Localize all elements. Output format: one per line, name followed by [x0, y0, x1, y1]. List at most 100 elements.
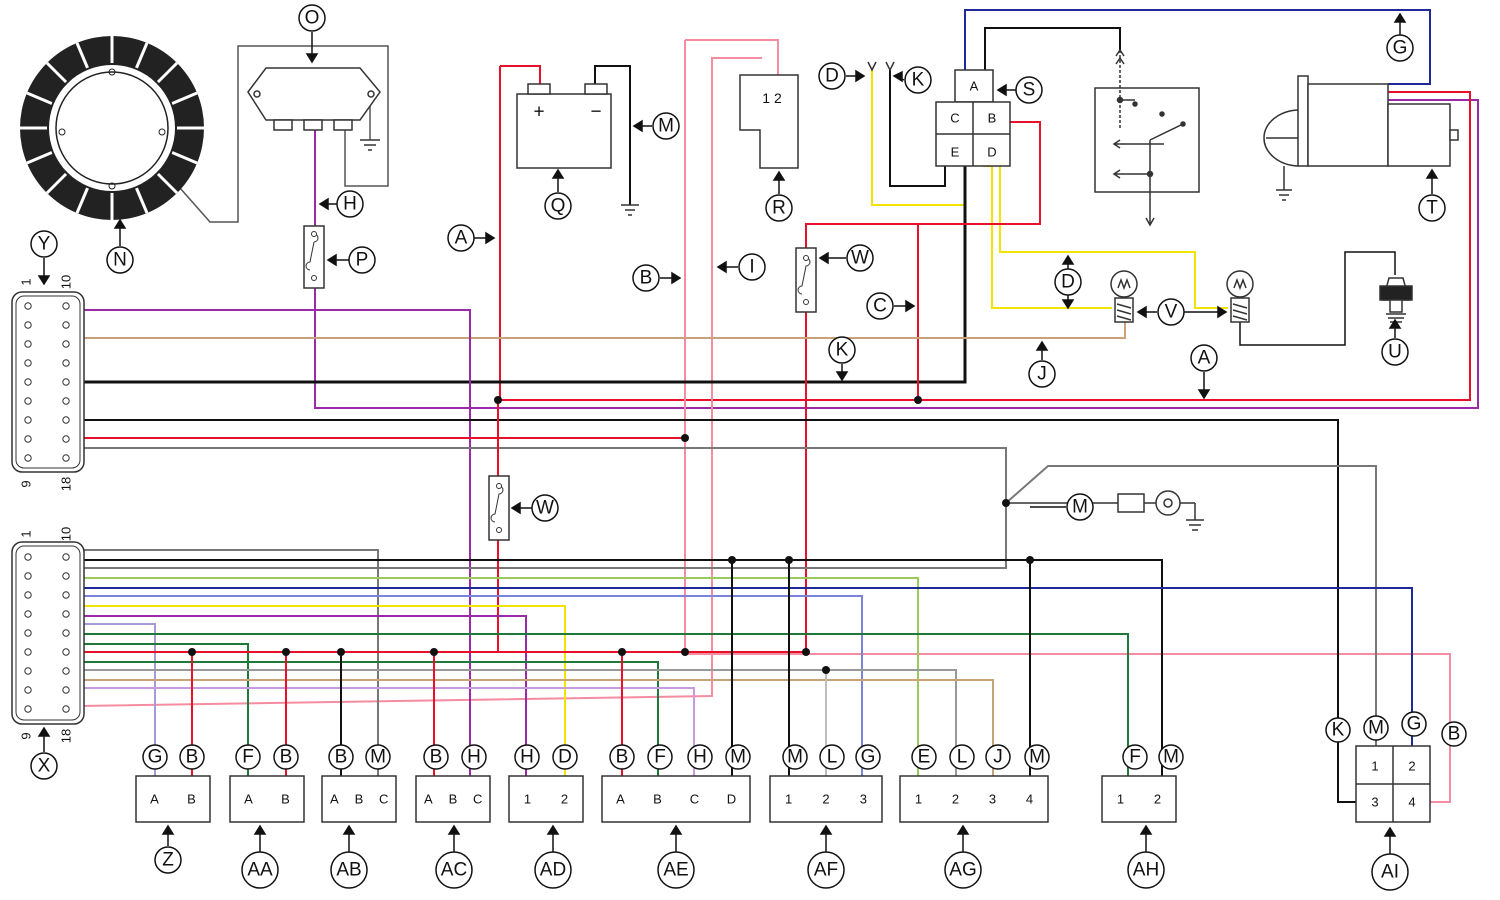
wire-callout-circle — [647, 744, 673, 770]
wire-callout-label: M — [370, 747, 386, 768]
connector-body — [769, 775, 883, 823]
connector-pin-label: 1 — [785, 792, 792, 807]
fuse-p — [303, 225, 325, 289]
connector-pin-hole — [62, 302, 70, 310]
connector-pin-hole — [62, 629, 70, 637]
wire-j-tan — [80, 322, 1126, 339]
connector-pin-hole — [62, 416, 70, 424]
connector-id-circle — [154, 846, 182, 874]
connector-pin-label: D — [727, 792, 736, 807]
wire-lower-yellow — [80, 605, 566, 776]
wire-callout-label: F — [242, 747, 254, 768]
connector-pin-label: B — [653, 792, 662, 807]
callout-d-1: D — [825, 66, 839, 87]
wire-callout-circle — [514, 744, 540, 770]
battery-ground-wire — [594, 65, 631, 205]
wire-callout-label: H — [693, 747, 707, 768]
connector-id-circle — [657, 851, 695, 889]
connector-pin-hole — [62, 648, 70, 656]
callout-n: N — [113, 250, 127, 271]
wire-callout-circle — [949, 744, 975, 770]
connector-pin-hole — [24, 629, 32, 637]
wire-callout-label: B — [335, 747, 348, 768]
callout-g-1: G — [1393, 38, 1408, 59]
connector-id-circle — [534, 851, 572, 889]
connector-pin-label: 1 — [524, 792, 531, 807]
wire-callout-circle — [273, 744, 299, 770]
connector-pin-hole — [24, 302, 32, 310]
wire-callout-label: B — [280, 747, 293, 768]
connector-pin-hole — [62, 435, 70, 443]
wire-callout-circle — [1401, 711, 1427, 737]
wire-callout-label: M — [1368, 718, 1384, 739]
wire-callout-label: L — [827, 747, 838, 768]
wire-callout-circle — [552, 744, 578, 770]
connector-pin-label: A — [150, 792, 159, 807]
connector-pin-hole — [24, 340, 32, 348]
junction-dot — [188, 648, 196, 656]
connector-y — [11, 291, 85, 473]
connector-body — [508, 775, 584, 823]
wire-callout-label: G — [148, 747, 163, 768]
wire-callout-circle — [782, 744, 808, 770]
wire-callout-circle — [142, 744, 168, 770]
pressure-switch — [1379, 277, 1413, 323]
junction-dot — [822, 666, 830, 674]
connector-pin-hole — [62, 686, 70, 694]
connector-pin-label: B — [281, 792, 290, 807]
wire-lower-gray-1 — [80, 549, 379, 776]
connector-id-circle — [1127, 851, 1165, 889]
wire-callout-circle — [365, 744, 391, 770]
callout-h: H — [343, 194, 357, 215]
wire-callout-label: B — [430, 747, 443, 768]
wire-callout-label: F — [1129, 747, 1141, 768]
battery-plus-label: + — [533, 102, 544, 123]
connector-id-label: AI — [1381, 862, 1399, 883]
junction-dot — [1002, 499, 1010, 507]
connector-pin-hole — [62, 553, 70, 561]
connector-body — [135, 775, 211, 823]
connector-x-pin-1: 1 — [19, 530, 34, 537]
wire-callout-label: J — [993, 747, 1003, 768]
connector-pin-label: 3 — [1371, 795, 1378, 810]
wire-callout-circle — [1363, 715, 1389, 741]
wire-c-red — [917, 121, 1041, 400]
wire-callout-circle — [911, 744, 937, 770]
connector-pin-hole — [24, 667, 32, 675]
wire-callout-circle — [1122, 744, 1148, 770]
connector-pin-hole — [62, 705, 70, 713]
wire-callout-label: K — [1332, 720, 1345, 741]
connector-pin-label: 4 — [1408, 795, 1415, 810]
connector-pin-label: B — [449, 792, 458, 807]
wire-callout-label: M — [787, 747, 803, 768]
wire-h-violet — [314, 99, 1479, 409]
wire-lower-green — [80, 633, 1129, 776]
wire-callout-circle — [461, 744, 487, 770]
connector-pin-hole — [24, 416, 32, 424]
connector-body — [601, 775, 751, 823]
connector-pin-label: 2 — [822, 792, 829, 807]
wire-lower-tan — [80, 679, 994, 776]
starter-motor — [1263, 75, 1459, 190]
wire-callout-circle — [423, 744, 449, 770]
wire-callout-circle — [235, 744, 261, 770]
wire-lower-green-2 — [80, 643, 249, 776]
connector-pin-hole — [62, 667, 70, 675]
junction-dot — [430, 648, 438, 656]
connector-pin-label: B — [187, 792, 196, 807]
connector-id-label: AC — [441, 860, 467, 881]
voltage-regulator — [247, 67, 381, 131]
connector-y-pin-10: 10 — [59, 275, 74, 289]
connector-pin-hole — [24, 705, 32, 713]
fuse-w-upper — [795, 247, 817, 313]
callout-o: O — [305, 8, 320, 29]
wire-lower-gray-2 — [80, 669, 957, 776]
connector-pin-label: C — [379, 792, 388, 807]
connector-pin-hole — [62, 397, 70, 405]
connector-pin-label: A — [244, 792, 253, 807]
